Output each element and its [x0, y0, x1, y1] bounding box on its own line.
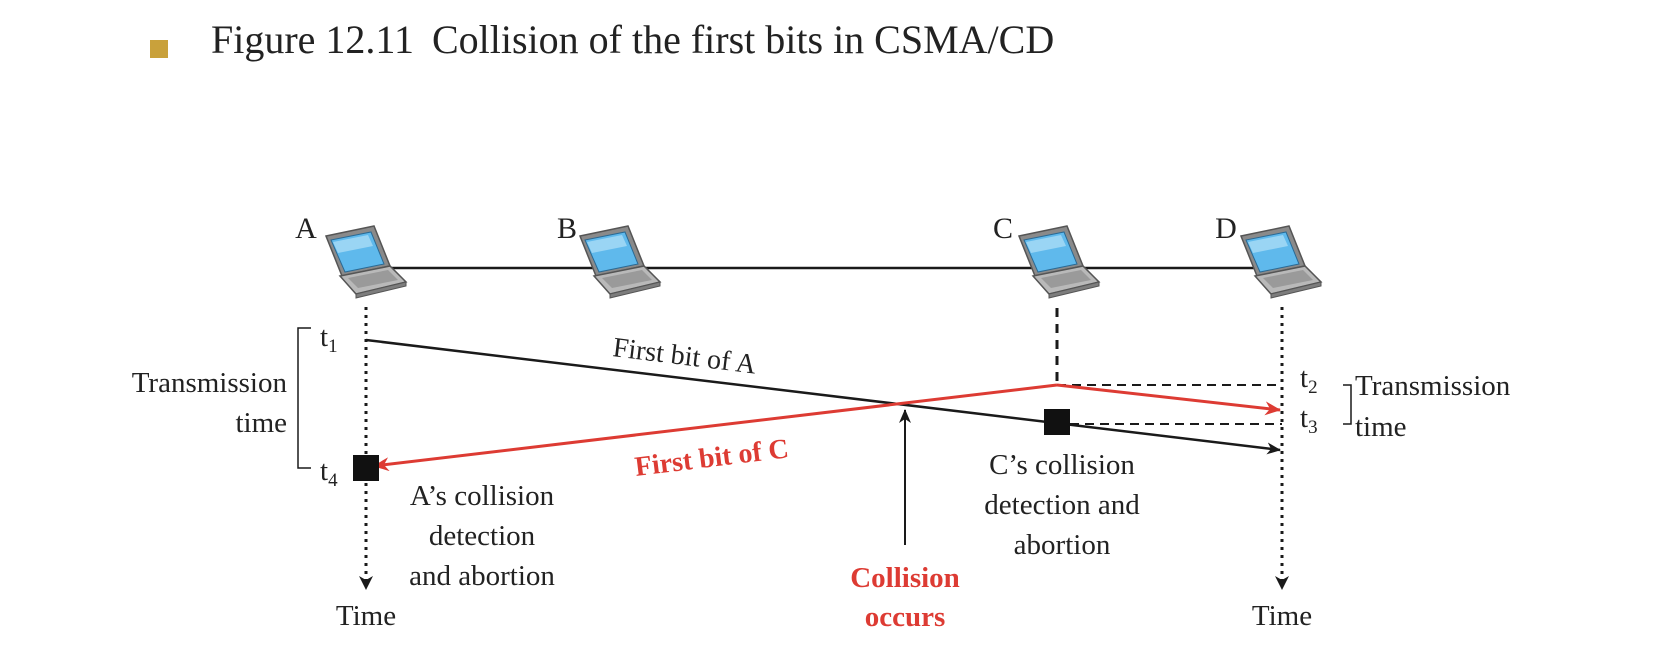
station-label-a: A — [295, 212, 317, 245]
laptop-icon — [1240, 225, 1322, 299]
time-arrow-d — [1275, 576, 1289, 590]
t2-label: t2 — [1300, 362, 1318, 398]
figure-title: Collision of the first bits in CSMA/CD — [431, 17, 1055, 62]
laptop-icon — [579, 225, 661, 299]
collision-occurs-line1: Collision — [850, 562, 960, 594]
c-collision-text-line2: detection and — [984, 489, 1140, 521]
transmission-time-left-line2: time — [235, 407, 287, 439]
figure-number: Figure 12.11 — [211, 17, 414, 62]
first-bit-a-arrow — [365, 338, 1281, 455]
first-bit-c-arrow — [373, 383, 1058, 472]
collision-detection-marker-a — [353, 455, 379, 481]
first-bit-c-label: First bit of C — [633, 433, 790, 483]
collision-occurs-line2: occurs — [865, 601, 946, 633]
c-collision-text-line3: abortion — [1014, 529, 1111, 561]
station-label-d: D — [1215, 212, 1237, 245]
station-label-c: C — [993, 212, 1013, 245]
transmission-time-right-line1: Transmission — [1355, 370, 1511, 402]
c-collision-text-line1: C’s collision — [989, 449, 1135, 481]
time-label-d: Time — [1252, 600, 1312, 632]
transmission-time-right-line2: time — [1355, 411, 1407, 443]
a-collision-text-line3: and abortion — [409, 560, 555, 592]
station-label-b: B — [557, 212, 577, 245]
laptop-icon — [325, 225, 407, 299]
collision-detection-marker-c — [1044, 409, 1070, 435]
t4-label: t4 — [320, 455, 338, 491]
time-label-a: Time — [336, 600, 396, 632]
first-bit-c-to-d-arrow — [1056, 383, 1281, 416]
transmission-time-bracket-right — [1343, 384, 1352, 425]
t3-label: t3 — [1300, 402, 1318, 438]
t1-label: t1 — [320, 321, 338, 357]
page-title: Figure 12.11 Collision of the first bits … — [211, 16, 1054, 63]
laptop-icon — [1018, 225, 1100, 299]
time-arrow-a — [359, 576, 373, 590]
a-collision-text-line2: detection — [429, 520, 536, 552]
a-collision-text-line1: A’s collision — [410, 480, 555, 512]
bullet-square — [150, 40, 168, 58]
transmission-time-bracket-left — [297, 327, 311, 469]
transmission-time-left-line1: Transmission — [132, 367, 288, 399]
